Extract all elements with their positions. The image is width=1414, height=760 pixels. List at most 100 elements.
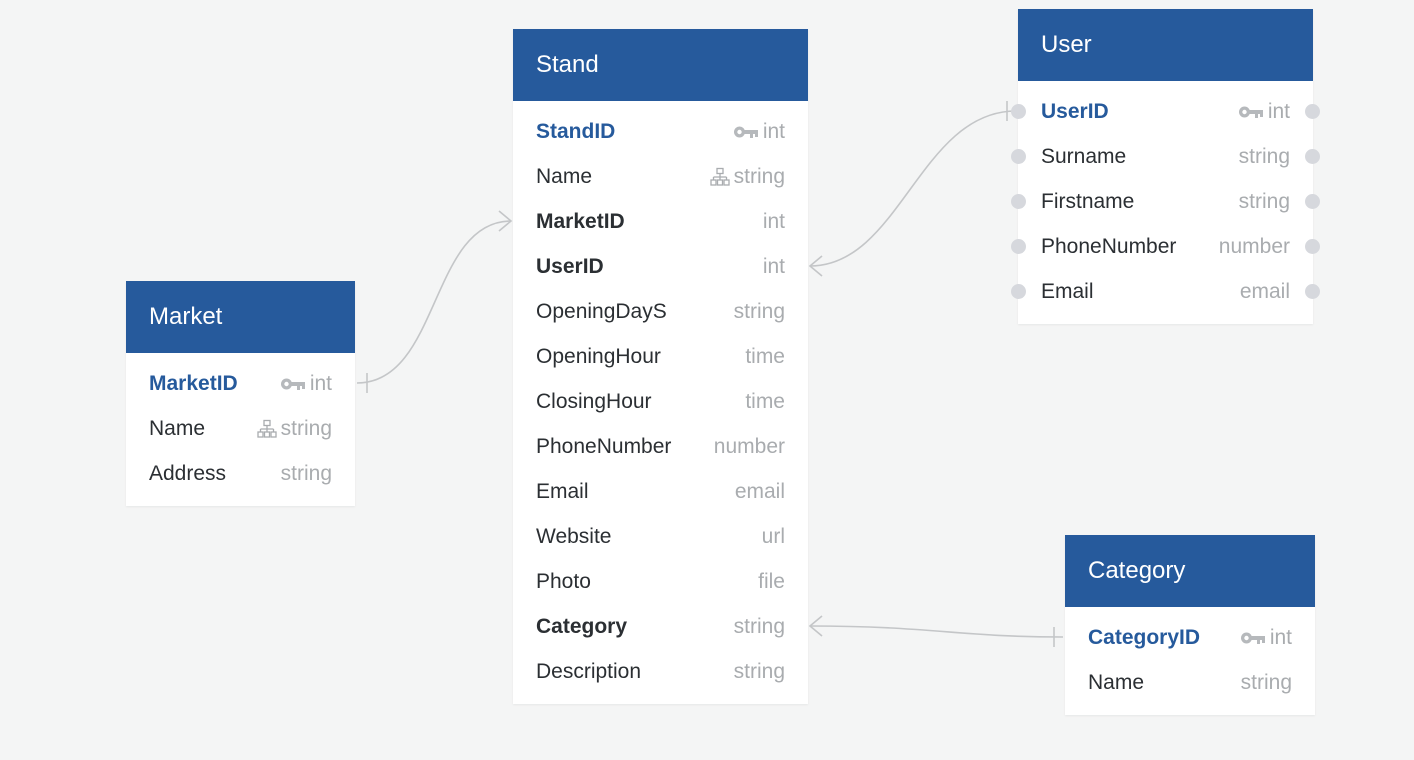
field-name: MarketID: [149, 371, 238, 395]
field-row[interactable]: PhoneNumber number: [1011, 224, 1320, 269]
field-name: Address: [149, 461, 227, 485]
field-type: time: [745, 390, 785, 414]
field-row[interactable]: Category string: [513, 604, 808, 649]
field-type-label: email: [1239, 279, 1290, 303]
field-row[interactable]: Photo file: [513, 559, 808, 604]
field-row[interactable]: ClosingHour time: [513, 379, 808, 424]
field-name: PhoneNumber: [1041, 234, 1177, 258]
field-type: int: [733, 120, 785, 144]
connection-handle[interactable]: [1305, 239, 1320, 254]
connection-handle[interactable]: [1011, 104, 1026, 119]
field-type: string: [281, 462, 332, 486]
field-type-label: int: [762, 254, 785, 278]
field-name: Category: [536, 614, 628, 638]
connection-handle[interactable]: [1305, 284, 1320, 299]
field-type: string: [1239, 145, 1290, 169]
field-type: email: [735, 480, 785, 504]
key-icon: [1240, 631, 1266, 645]
field-row[interactable]: StandID int: [513, 109, 808, 154]
connection-handle[interactable]: [1011, 194, 1026, 209]
field-type-label: int: [1267, 99, 1290, 123]
field-row[interactable]: Surname string: [1011, 134, 1320, 179]
connection-handle[interactable]: [1305, 104, 1320, 119]
field-type-label: string: [733, 164, 785, 188]
field-type-label: int: [309, 371, 332, 395]
field-type-label: string: [1240, 670, 1292, 694]
field-name: PhoneNumber: [536, 434, 672, 458]
field-name: StandID: [536, 119, 616, 143]
field-name: ClosingHour: [536, 389, 652, 413]
connection-handle[interactable]: [1305, 149, 1320, 164]
key-icon: [280, 377, 306, 391]
field-row[interactable]: PhoneNumber number: [513, 424, 808, 469]
field-type: int: [1240, 626, 1292, 650]
field-row[interactable]: Firstname string: [1011, 179, 1320, 224]
connection-handle[interactable]: [1011, 149, 1026, 164]
table-header-user[interactable]: User: [1018, 9, 1313, 81]
field-type-label: int: [1269, 625, 1292, 649]
field-name: MarketID: [536, 209, 625, 233]
connector-user-stand: [809, 110, 1017, 267]
field-name: Email: [1041, 279, 1094, 303]
field-type-label: string: [280, 416, 332, 440]
field-type: int: [280, 372, 332, 396]
field-type: string: [734, 615, 785, 639]
field-name: Website: [536, 524, 612, 548]
field-name: Photo: [536, 569, 591, 593]
index-icon: [709, 167, 730, 187]
field-type: int: [763, 255, 785, 279]
field-type: string: [734, 300, 785, 324]
field-row[interactable]: Name string: [126, 406, 355, 451]
field-row[interactable]: Email email: [513, 469, 808, 514]
field-type-label: number: [713, 434, 785, 458]
field-type-label: int: [762, 119, 785, 143]
field-type-label: string: [733, 659, 785, 683]
field-type: string: [1241, 671, 1292, 695]
field-type-label: time: [745, 389, 785, 413]
table-header-stand[interactable]: Stand: [513, 29, 808, 101]
field-type: number: [714, 435, 785, 459]
connection-handle[interactable]: [1011, 239, 1026, 254]
field-type-label: string: [733, 614, 785, 638]
field-row[interactable]: MarketID int: [513, 199, 808, 244]
field-row[interactable]: MarketID int: [126, 361, 355, 406]
connector-category-stand: [809, 625, 1064, 638]
field-name: Email: [536, 479, 589, 503]
field-type-label: file: [758, 569, 785, 593]
field-name: OpeningHour: [536, 344, 661, 368]
field-type: string: [734, 660, 785, 684]
field-type-label: int: [762, 209, 785, 233]
field-type-label: string: [733, 299, 785, 323]
field-name: Firstname: [1041, 189, 1135, 213]
table-header-market[interactable]: Market: [126, 281, 355, 353]
connection-handle[interactable]: [1305, 194, 1320, 209]
field-type: string: [1239, 190, 1290, 214]
field-type: string: [256, 416, 332, 441]
stand-marketid-crowfoot: [498, 210, 513, 232]
field-type-label: email: [734, 479, 785, 503]
field-type: email: [1240, 280, 1290, 304]
connection-handle[interactable]: [1011, 284, 1026, 299]
field-name: Name: [149, 416, 206, 440]
field-row[interactable]: Address string: [126, 451, 355, 496]
field-type-label: number: [1218, 234, 1290, 258]
field-row[interactable]: Email email: [1011, 269, 1320, 314]
field-type-label: string: [280, 461, 332, 485]
table-header-category[interactable]: Category: [1065, 535, 1315, 607]
field-name: Surname: [1041, 144, 1127, 168]
